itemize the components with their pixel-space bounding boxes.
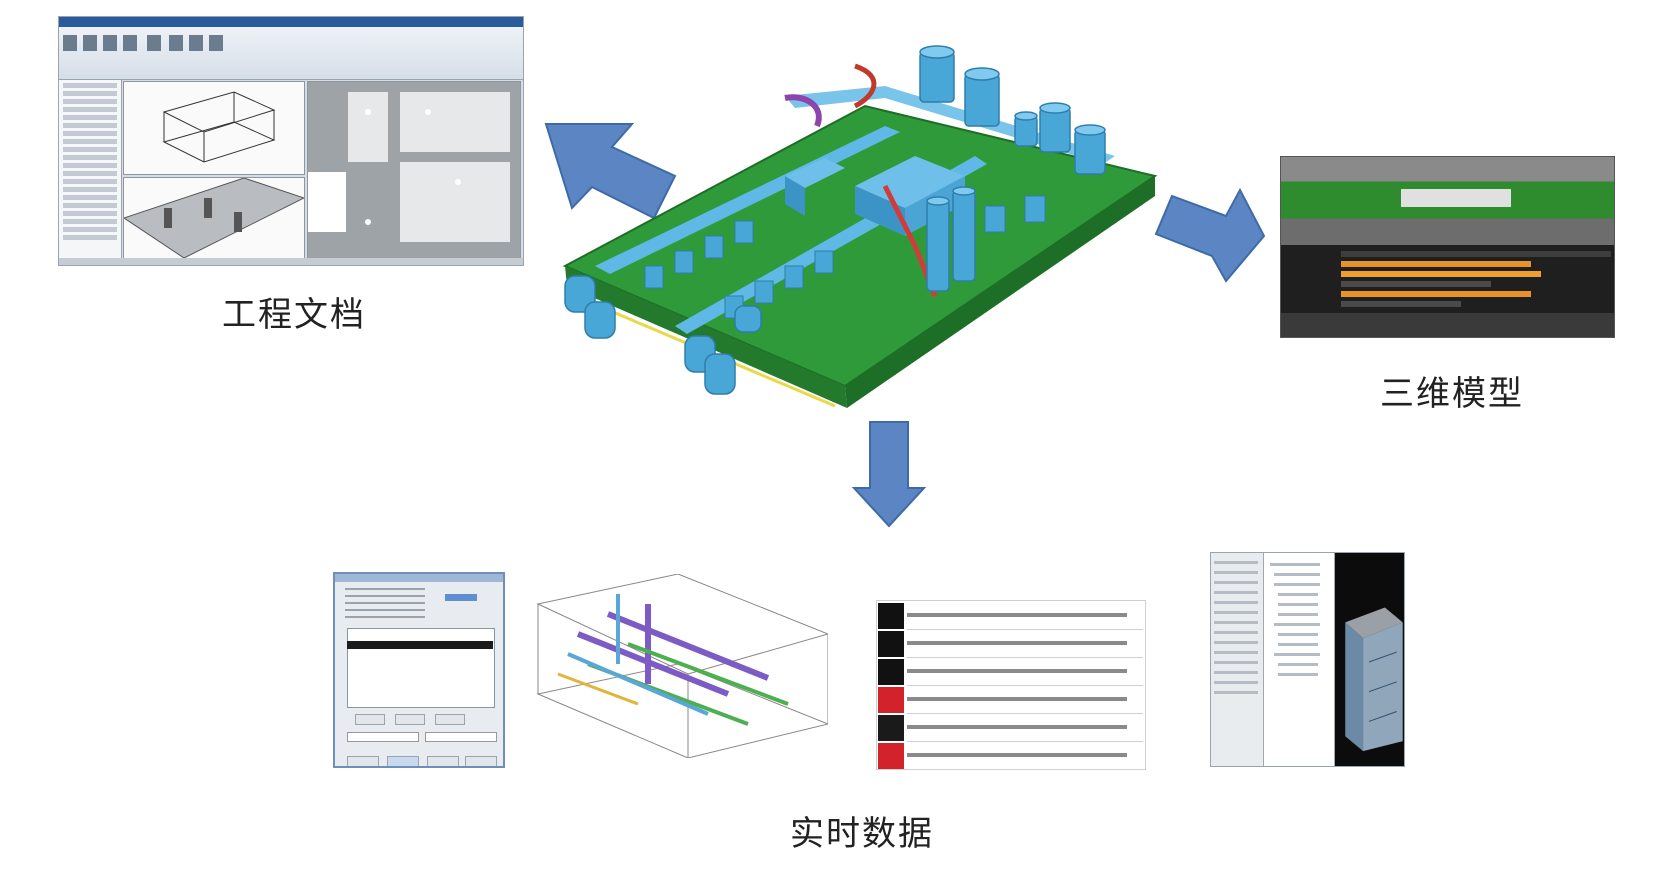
ribbon-toolbar xyxy=(59,27,523,80)
window-title-bar xyxy=(59,17,523,27)
schedule-grid xyxy=(1281,245,1614,315)
status-bar xyxy=(59,258,523,265)
building-3d-view xyxy=(1335,553,1404,766)
project-browser xyxy=(1264,553,1335,766)
properties-dialog-screenshot xyxy=(333,572,505,768)
caption-engineering-documents: 工程文档 xyxy=(222,295,366,335)
floor-plan-view xyxy=(307,81,521,261)
view-3d-floor xyxy=(123,177,305,261)
caption-realtime-data: 实时数据 xyxy=(790,814,934,854)
properties-panel xyxy=(1211,553,1264,766)
building-model-screenshot xyxy=(1210,552,1405,767)
caption-three-d-model: 三维模型 xyxy=(1380,374,1524,414)
pipe-network-model-image xyxy=(528,574,828,758)
model-viewport xyxy=(1281,157,1614,245)
arrow-down-icon xyxy=(851,421,927,528)
three-d-model-screenshot xyxy=(1280,156,1615,338)
plant-3d-model-image xyxy=(562,45,1158,408)
playback-controls xyxy=(1281,313,1614,337)
properties-panel xyxy=(59,80,122,260)
view-3d-frame xyxy=(123,81,305,175)
engineering-documents-screenshot xyxy=(58,16,524,266)
asset-data-listing xyxy=(876,600,1146,770)
